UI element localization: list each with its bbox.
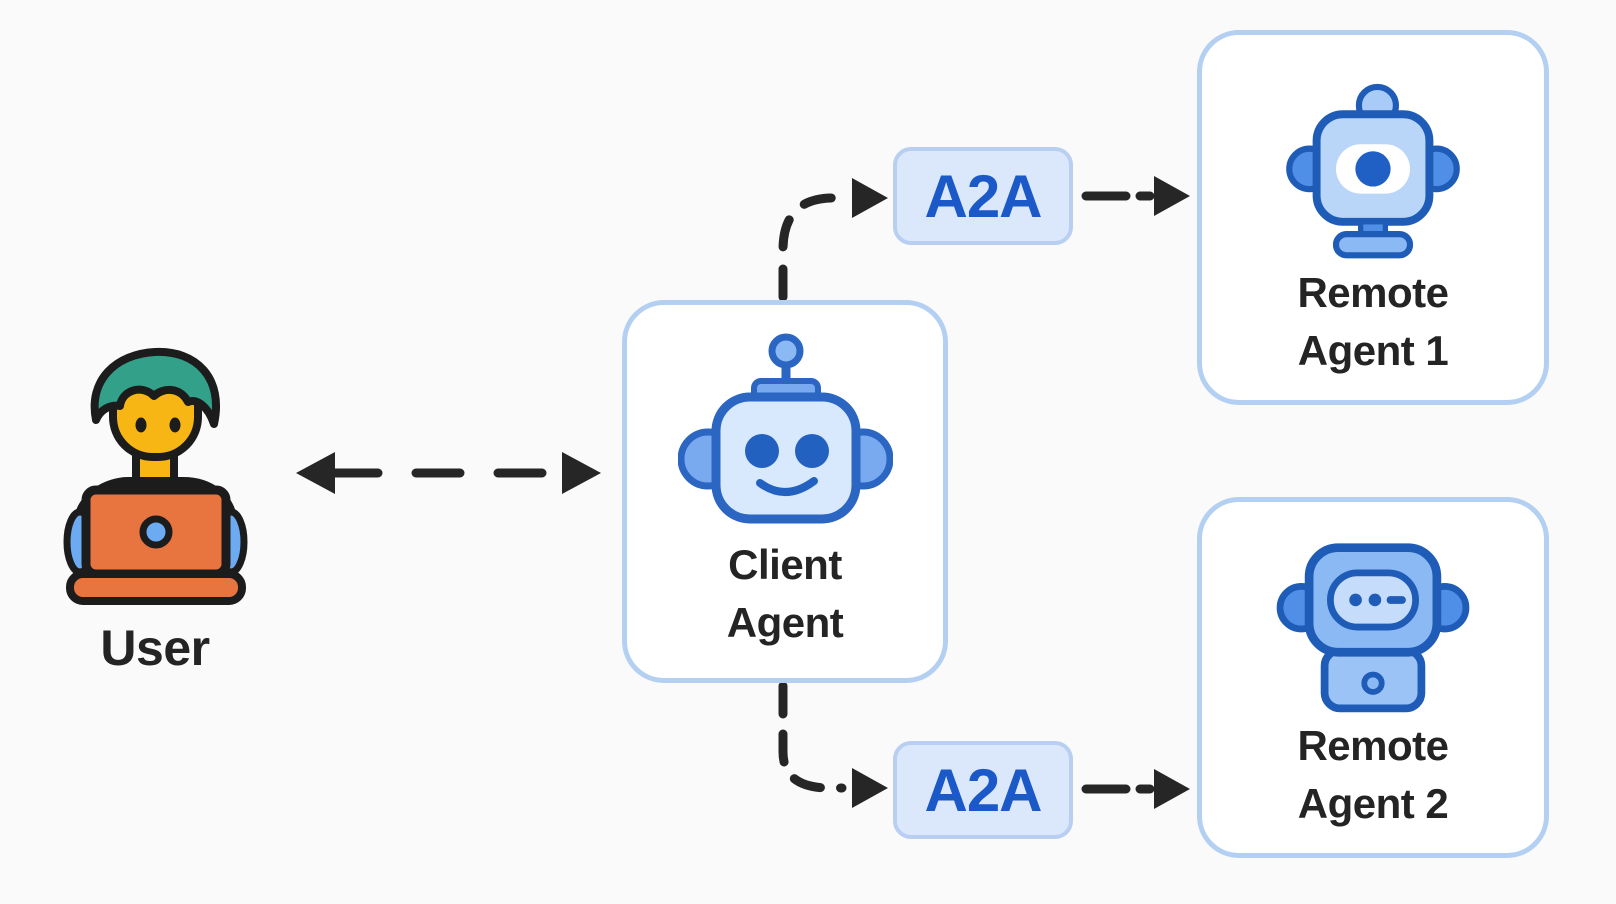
- remote-agent-1-label-line2: Agent 1: [1297, 327, 1449, 375]
- arrowhead-a2a-top: [852, 178, 888, 218]
- client-robot-icon: [677, 333, 893, 524]
- remote-agent-1-label-line1: Remote: [1297, 269, 1449, 317]
- remote-agent-1-label: Remote Agent 1: [1297, 264, 1449, 380]
- remote-robot-2-icon: [1276, 543, 1470, 713]
- node-client-agent: Client Agent: [622, 300, 948, 683]
- node-user: User: [52, 332, 258, 677]
- user-label: User: [100, 620, 210, 676]
- arrowhead-right: [562, 452, 601, 494]
- a2a-badge-bottom: A2A: [893, 741, 1073, 839]
- edge-client-a2a-bottom: [778, 681, 847, 793]
- arrowhead-remote1: [1154, 176, 1190, 216]
- a2a-badge-top: A2A: [893, 147, 1073, 245]
- arrowhead-remote2: [1154, 769, 1190, 809]
- edge-client-a2a-top: [778, 193, 847, 302]
- arrowhead-left: [296, 452, 335, 494]
- remote-agent-2-label-line1: Remote: [1297, 722, 1449, 770]
- user-laptop-icon: [63, 347, 247, 605]
- a2a-badge-top-label: A2A: [924, 162, 1042, 230]
- remote-agent-2-label-line2: Agent 2: [1297, 780, 1449, 828]
- client-agent-label: Client Agent: [727, 536, 844, 652]
- remote-agent-2-label: Remote Agent 2: [1297, 717, 1449, 833]
- node-remote-agent-2: Remote Agent 2: [1197, 497, 1549, 858]
- arrowhead-a2a-bottom: [852, 768, 888, 808]
- node-remote-agent-1: Remote Agent 1: [1197, 30, 1549, 405]
- remote-robot-1-icon: [1286, 83, 1460, 259]
- client-agent-label-line1: Client: [728, 541, 842, 589]
- a2a-badge-bottom-label: A2A: [924, 756, 1042, 824]
- client-agent-label-line2: Agent: [726, 599, 844, 647]
